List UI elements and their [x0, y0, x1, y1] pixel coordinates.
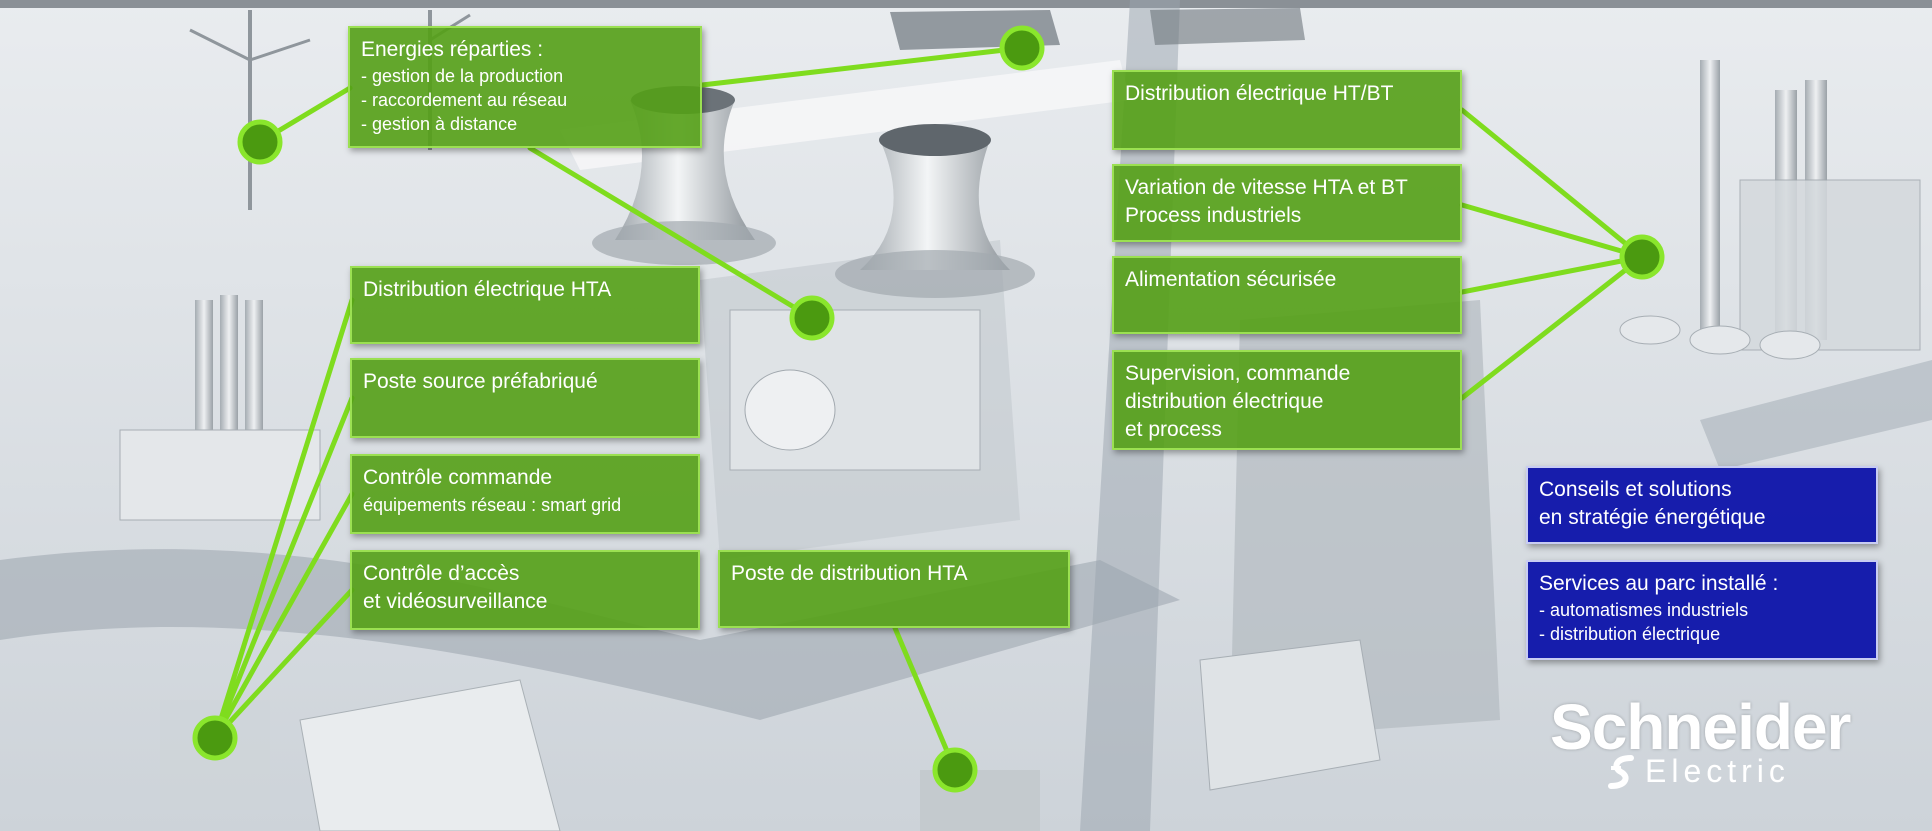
- services-item-automatismes: - automatismes industriels: [1539, 600, 1749, 620]
- variation-vitesse-box: Variation de vitesse HTA et BT Process i…: [1112, 164, 1462, 242]
- distribution-hta-box: Distribution électrique HTA: [350, 266, 700, 344]
- distribution-htbt-title: Distribution électrique HT/BT: [1125, 82, 1394, 105]
- schneider-electric-logo-icon: [1608, 755, 1634, 789]
- schneider-electric-logo: Schneider Electric: [1550, 691, 1851, 794]
- logo-name: Schneider: [1550, 691, 1851, 763]
- distribution-hta-title: Distribution électrique HTA: [363, 278, 612, 301]
- supervision-box: Supervision, commande distribution élect…: [1112, 350, 1462, 450]
- supervision-line2: distribution électrique: [1125, 390, 1324, 413]
- alimentation-securisee-title: Alimentation sécurisée: [1125, 268, 1337, 291]
- supervision-line3: et process: [1125, 418, 1222, 441]
- poste-distribution-title: Poste de distribution HTA: [731, 562, 968, 585]
- services-parc-title: Services au parc installé :: [1539, 572, 1779, 595]
- distribution-htbt-box: Distribution électrique HT/BT: [1112, 70, 1462, 150]
- conseils-solutions-box: Conseils et solutions en stratégie énerg…: [1526, 466, 1878, 544]
- services-parc-box: Services au parc installé : - automatism…: [1526, 560, 1878, 660]
- conseils-solutions-line1: Conseils et solutions: [1539, 478, 1732, 501]
- energies-reparties-title: Energies réparties :: [361, 38, 544, 61]
- variation-vitesse-line1: Variation de vitesse HTA et BT: [1125, 176, 1408, 199]
- controle-commande-title: Contrôle commande: [363, 466, 553, 489]
- controle-acces-line1: Contrôle d’accès: [363, 562, 520, 585]
- variation-vitesse-line2: Process industriels: [1125, 204, 1302, 227]
- supervision-line1: Supervision, commande: [1125, 362, 1351, 385]
- energies-item-raccordement: - raccordement au réseau: [361, 90, 568, 110]
- services-item-distribution: - distribution électrique: [1539, 624, 1721, 644]
- controle-commande-subtitle: équipements réseau : smart grid: [363, 495, 622, 515]
- conseils-solutions-line2: en stratégie énergétique: [1539, 506, 1766, 529]
- energies-item-production: - gestion de la production: [361, 66, 564, 86]
- energies-reparties-box: Energies réparties : - gestion de la pro…: [348, 26, 702, 148]
- poste-distribution-box: Poste de distribution HTA: [718, 550, 1070, 628]
- energies-item-distance: - gestion à distance: [361, 114, 518, 134]
- controle-commande-box: Contrôle commande équipements réseau : s…: [350, 454, 700, 534]
- poste-source-title: Poste source préfabriqué: [363, 370, 598, 393]
- controle-acces-line2: et vidéosurveillance: [363, 590, 548, 613]
- alimentation-securisee-box: Alimentation sécurisée: [1112, 256, 1462, 334]
- logo-subtitle: Electric: [1645, 753, 1790, 789]
- controle-acces-box: Contrôle d’accès et vidéosurveillance: [350, 550, 700, 630]
- poste-source-box: Poste source préfabriqué: [350, 358, 700, 438]
